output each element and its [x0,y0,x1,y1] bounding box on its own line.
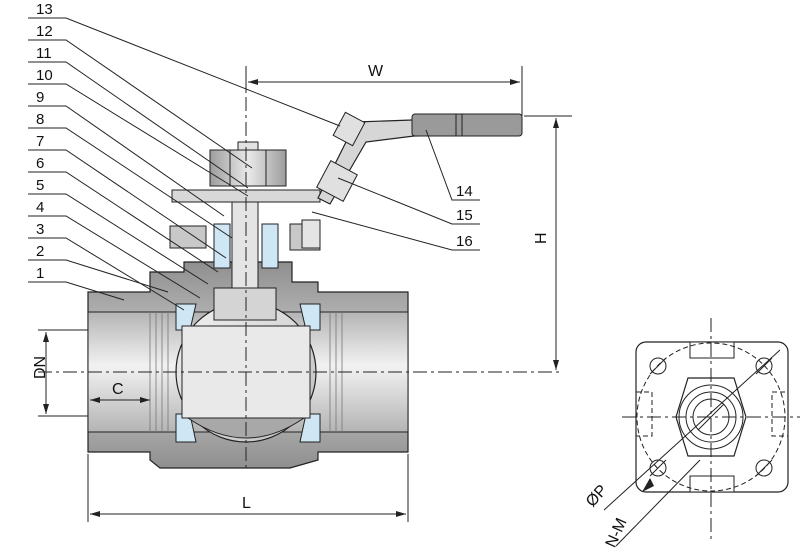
valve-section-view [38,72,560,470]
part-label-6: 6 [36,155,44,172]
stem-washer [237,141,259,151]
handle-sleeve [332,111,366,147]
part-label-7: 7 [36,133,44,150]
part-label-10: 10 [36,67,53,84]
part-label-11: 11 [36,45,52,62]
dimension-c-label: C [112,381,124,398]
dimension-dn: DN [32,329,88,417]
gland [169,225,207,249]
dimension-w: W [245,63,523,116]
part-label-1: 1 [36,265,44,282]
part-label-14: 14 [456,183,473,200]
seat-lower-right [299,413,321,443]
part-label-8: 8 [36,111,44,128]
part-label-12: 12 [36,23,53,40]
dimension-l: L [87,454,409,522]
part-label-4: 4 [36,199,44,216]
leader-lines [28,17,480,311]
seat-upper-right [299,303,321,331]
handle-grip [411,113,523,137]
part-label-3: 3 [36,221,44,238]
dimension-nm-label: N-M [603,516,631,551]
locking-screw [301,219,321,249]
stem-tang [213,287,277,321]
flange-top-view: ØP N-M [583,318,800,550]
dimension-h-label: H [533,232,550,244]
part-label-5: 5 [36,177,44,194]
dimension-l-label: L [242,495,251,512]
dimension-dn-label: DN [32,356,49,379]
part-label-16: 16 [456,233,473,250]
packing-left [213,223,231,269]
part-label-13: 13 [36,1,53,18]
part-labels: 13 12 11 10 9 8 7 6 5 4 3 2 1 14 15 16 [36,1,473,282]
handle-lock-block [316,160,358,202]
dimension-w-label: W [368,63,384,80]
part-label-15: 15 [456,207,473,224]
dimension-h: H [524,115,572,370]
part-label-2: 2 [36,243,44,260]
stem-nut [209,149,287,187]
part-label-9: 9 [36,89,44,106]
dimension-c: C [90,381,150,403]
packing-right [261,223,279,269]
dimension-p-label: ØP [583,482,611,511]
